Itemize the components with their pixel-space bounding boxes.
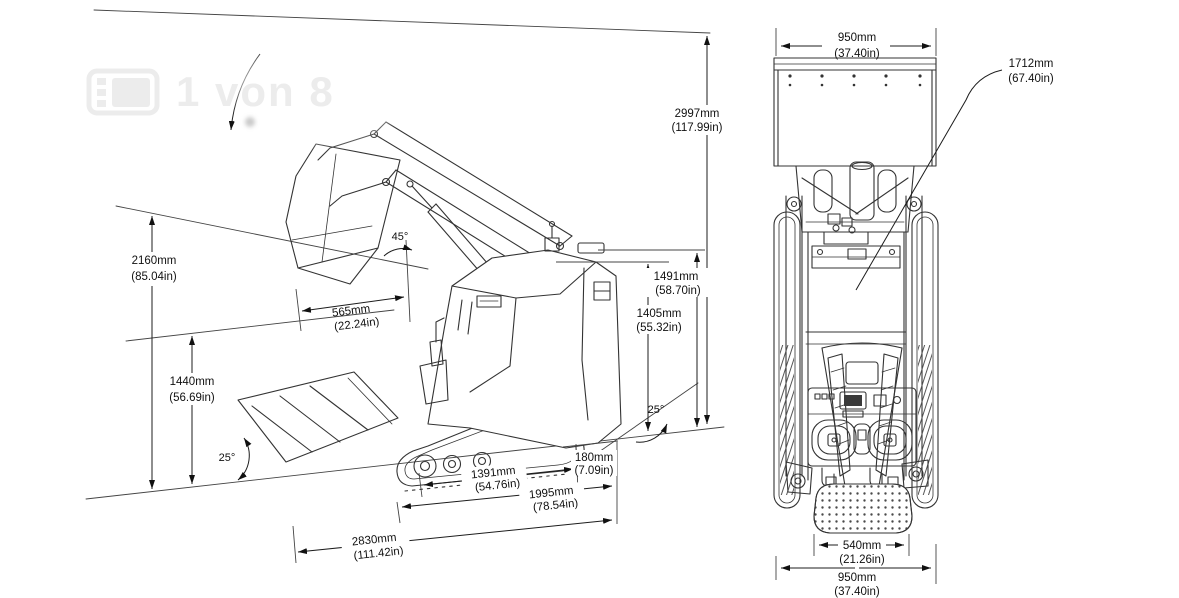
dim-track-length: 1391mm (54.76in) bbox=[460, 461, 528, 495]
dim-overall-width: 950mm (37.40in) bbox=[834, 572, 880, 598]
dim-value-in: (85.04in) bbox=[131, 271, 177, 283]
machine-body bbox=[419, 220, 622, 449]
dim-value-in: (21.26in) bbox=[839, 554, 885, 566]
dim-value-in: (117.99in) bbox=[672, 122, 723, 134]
dim-value-mm: 2160mm bbox=[132, 255, 177, 267]
side-view-dimensions: 2997mm (117.99in) 2160mm (85.04in) 1440m… bbox=[122, 36, 730, 564]
dim-departure-angle: 25° bbox=[648, 404, 665, 416]
rear-platform bbox=[813, 476, 913, 534]
dim-value-in: (7.09in) bbox=[575, 465, 614, 477]
rear-bucket bbox=[773, 57, 937, 167]
dim-value-in: (78.54in) bbox=[532, 497, 579, 514]
dim-value-in: (67.40in) bbox=[1008, 73, 1054, 85]
gallery-counter-label: 1 von 8 bbox=[176, 68, 335, 115]
rear-view-dimensions: 950mm (37.40in) 1712mm (67.40in) 540mm (… bbox=[775, 28, 1054, 598]
dim-bucket-width: 950mm (37.40in) bbox=[834, 32, 880, 60]
dim-value-in: (37.40in) bbox=[834, 586, 880, 598]
dim-overall-height: 1491mm (58.70in) bbox=[644, 268, 710, 297]
dim-hinge-pin-height: 1440mm (56.69in) bbox=[160, 373, 224, 405]
dim-value-mm: 1712mm bbox=[1009, 58, 1054, 70]
dim-value-mm: 950mm bbox=[838, 572, 876, 584]
dim-value-mm: 180mm bbox=[575, 452, 613, 464]
dim-transport-height: 1712mm (67.40in) bbox=[1008, 58, 1054, 85]
rear-lower-frame bbox=[785, 459, 929, 495]
dim-platform-width: 540mm (21.26in) bbox=[839, 540, 885, 566]
ground-bucket bbox=[237, 371, 399, 463]
dim-bucket-angle: 25° bbox=[219, 452, 236, 464]
dim-value-mm: 2830mm bbox=[351, 532, 397, 549]
rear-tracks bbox=[773, 211, 939, 509]
dim-dump-angle: 45° bbox=[392, 231, 409, 243]
dim-length-without-bucket: 1995mm (78.54in) bbox=[518, 481, 586, 515]
dim-value-in: (54.76in) bbox=[474, 477, 521, 494]
rear-mount-frame bbox=[795, 161, 915, 269]
gallery-icon bbox=[86, 68, 160, 116]
dim-value-in: (22.24in) bbox=[334, 316, 381, 333]
dim-value-in: (56.69in) bbox=[169, 392, 215, 404]
gallery-overlay[interactable]: 1 von 8 bbox=[86, 68, 335, 116]
rear-view-machine bbox=[773, 57, 939, 534]
joystick-right bbox=[867, 419, 913, 461]
dim-height-over-hood: 1405mm (55.32in) bbox=[627, 305, 693, 334]
dim-value-in: (37.40in) bbox=[834, 48, 880, 60]
dim-ground-clearance: 180mm (7.09in) bbox=[571, 450, 617, 477]
loader-arm bbox=[317, 121, 573, 303]
dim-value-mm: 1391mm bbox=[470, 465, 516, 482]
dim-value-in: (111.42in) bbox=[353, 545, 404, 562]
dim-dump-height: 2160mm (85.04in) bbox=[122, 252, 186, 286]
dim-value-mm: 1995mm bbox=[528, 485, 574, 502]
dim-overall-height-raised: 2997mm (117.99in) bbox=[666, 105, 730, 135]
dim-value-mm: 1491mm bbox=[654, 271, 699, 283]
dim-overall-length: 2830mm (111.42in) bbox=[340, 527, 411, 563]
dim-value-in: (55.32in) bbox=[636, 322, 682, 334]
dim-value-mm: 2997mm bbox=[675, 108, 720, 120]
dim-value-in: (58.70in) bbox=[655, 285, 701, 297]
joystick-left bbox=[811, 419, 857, 461]
rear-control-panel bbox=[807, 387, 917, 487]
dim-dump-reach: 565mm (22.24in) bbox=[331, 303, 381, 333]
blur-smudge bbox=[240, 46, 400, 138]
dim-value-mm: 1405mm bbox=[637, 308, 682, 320]
dim-value-mm: 950mm bbox=[838, 32, 876, 44]
dim-value-mm: 540mm bbox=[843, 540, 881, 552]
dim-value-mm: 565mm bbox=[331, 303, 371, 320]
dim-value-mm: 1440mm bbox=[170, 376, 215, 388]
raised-bucket bbox=[285, 143, 401, 285]
extension-ticks bbox=[775, 28, 937, 584]
